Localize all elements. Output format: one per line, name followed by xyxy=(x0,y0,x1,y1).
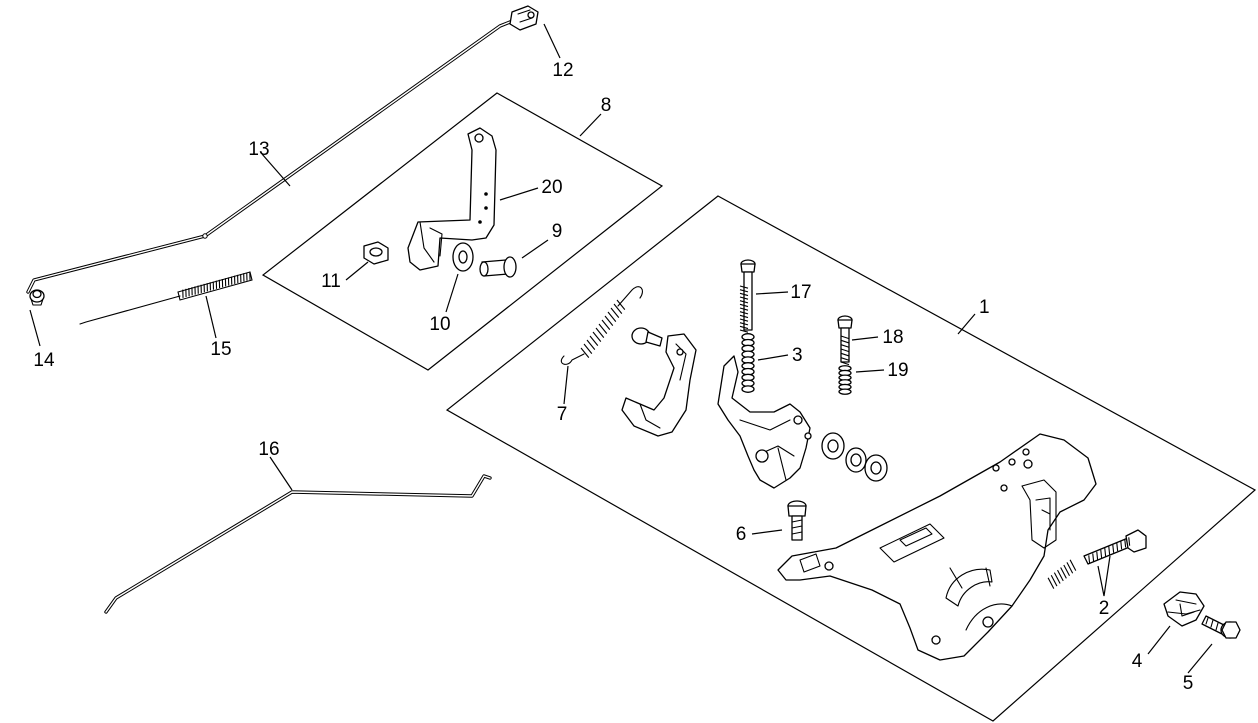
shoulder-bolt xyxy=(479,256,517,278)
callout-11: 11 xyxy=(321,271,341,292)
callout-15: 15 xyxy=(210,339,231,360)
screw-6 xyxy=(787,500,807,541)
callout-2: 2 xyxy=(1099,598,1110,619)
leader-lines xyxy=(29,23,1213,674)
control-bracket-plate xyxy=(777,433,1097,661)
callout-12: 12 xyxy=(552,60,573,81)
extension-spring xyxy=(560,286,643,365)
callout-4: 4 xyxy=(1132,651,1143,672)
callout-10: 10 xyxy=(429,314,450,335)
callout-14: 14 xyxy=(33,350,55,371)
group-box-1 xyxy=(445,195,1257,722)
choke-lever xyxy=(621,327,697,437)
flange-bolt xyxy=(1201,615,1241,639)
control-lever xyxy=(407,127,497,271)
throttle-arm xyxy=(717,355,812,489)
small-spring-19 xyxy=(838,365,852,395)
flat-washer xyxy=(452,242,474,272)
washer-stack xyxy=(821,432,888,482)
hex-nut xyxy=(363,241,389,265)
compression-spring-3 xyxy=(741,333,755,393)
long-screw-17 xyxy=(739,259,756,333)
throttle-rod xyxy=(26,20,512,294)
governor-spring xyxy=(79,271,253,325)
callout-13: 13 xyxy=(248,139,269,160)
callout-20: 20 xyxy=(541,177,562,198)
adjusting-spring xyxy=(1047,559,1077,589)
callout-6: 6 xyxy=(736,524,747,545)
callout-1: 1 xyxy=(979,297,990,318)
choke-rod xyxy=(104,474,492,614)
callout-19: 19 xyxy=(887,360,908,381)
callout-9: 9 xyxy=(552,221,563,242)
callout-3: 3 xyxy=(792,345,803,366)
screw-18 xyxy=(837,315,853,366)
callout-18: 18 xyxy=(882,327,903,348)
callout-17: 17 xyxy=(790,282,811,303)
cable-clip xyxy=(1163,591,1205,627)
rod-bushing xyxy=(29,289,45,306)
group-box-8 xyxy=(261,92,664,371)
callout-8: 8 xyxy=(601,95,612,116)
callout-7: 7 xyxy=(557,404,568,425)
adjusting-screw xyxy=(1083,529,1147,565)
callout-5: 5 xyxy=(1183,673,1194,694)
callout-labels: 1 2 3 4 5 6 7 8 9 10 11 12 13 14 15 16 1… xyxy=(33,60,1193,694)
rod-clip xyxy=(509,5,539,31)
callout-16: 16 xyxy=(258,439,279,460)
